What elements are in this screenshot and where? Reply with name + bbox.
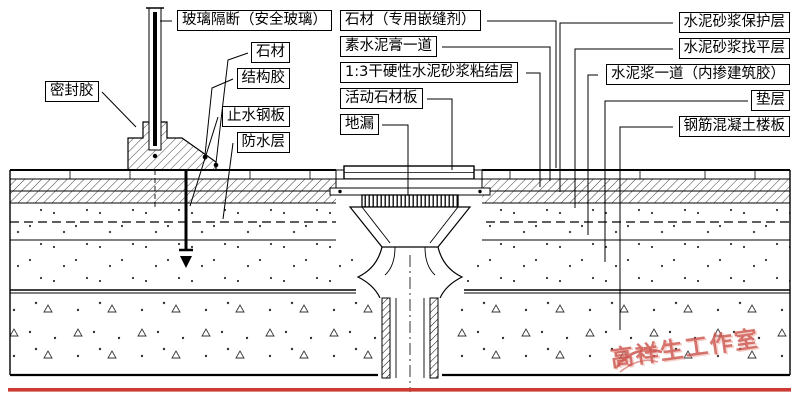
- label-sealant: 密封胶: [45, 81, 99, 102]
- leader-cement-slurry: [587, 74, 598, 235]
- leader-cement-paste: [442, 46, 551, 181]
- leader-floor-drain: [382, 124, 409, 195]
- label-waterstop-plate: 止水钢板: [222, 106, 290, 127]
- leader-waterproof: [222, 142, 234, 220]
- glass-partition-assembly: [127, 7, 219, 208]
- label-stone: 石材: [251, 42, 290, 63]
- drain-flange: [329, 187, 491, 196]
- label-waterproof-layer: 防水层: [236, 132, 290, 153]
- drain-grate: [361, 194, 459, 208]
- adhesive-dot-2: [213, 162, 219, 168]
- label-protective-layer: 水泥砂浆保护层: [678, 12, 790, 33]
- red-divider-line: [8, 388, 791, 392]
- leader-leveling-layer: [574, 48, 673, 208]
- floor-drain: [329, 165, 491, 392]
- label-floor-drain: 地漏: [340, 114, 379, 135]
- leader-cushion: [604, 100, 748, 262]
- flange-bolt-left: [338, 189, 342, 194]
- drain-bell-right: [437, 246, 464, 299]
- leader-stone-caulk: [487, 20, 557, 168]
- leader-stone: [215, 52, 249, 164]
- label-cement-paste: 素水泥膏一道: [340, 36, 437, 57]
- drain-funnel-inner: [361, 206, 459, 244]
- drain-pipe-wall-right: [429, 297, 439, 379]
- glass-pane: [153, 12, 157, 146]
- leader-structural-adhesive: [204, 78, 234, 156]
- drain-inner-cup: [384, 246, 436, 276]
- sealant-curb: [127, 121, 217, 171]
- label-bonding-layer: 1:3干硬性水泥砂浆粘结层: [340, 62, 519, 83]
- leader-waterstop: [189, 116, 219, 207]
- label-structural-adhesive: 结构胶: [236, 68, 290, 89]
- waterstop-plate-graphic: [179, 170, 193, 268]
- label-stone-caulk: 石材（专用嵌缝剂）: [340, 10, 481, 31]
- label-glass-partition: 玻璃隔断（安全玻璃）: [177, 10, 332, 31]
- glass-setting-dot: [152, 153, 158, 159]
- leader-protective-layer: [559, 22, 673, 192]
- leader-slab: [619, 126, 673, 330]
- label-rc-slab: 钢筋混凝土楼板: [678, 116, 790, 137]
- waterstop-arrow: [180, 256, 192, 268]
- leader-lines: [101, 20, 748, 330]
- studio-logo-swoosh: [614, 348, 663, 373]
- leader-bonding-layer: [526, 72, 541, 187]
- label-cement-slurry: 水泥浆一道（内掺建筑胶）: [606, 64, 790, 85]
- leader-movable-plate: [427, 98, 453, 170]
- flange-bolt-right: [478, 189, 482, 194]
- drain-bell-left: [356, 246, 383, 299]
- drain-pipe-inner-lines: [395, 298, 425, 378]
- leader-sealant: [101, 91, 137, 128]
- label-cushion-layer: 垫层: [751, 90, 790, 111]
- label-movable-stone-plate: 活动石材板: [340, 88, 423, 109]
- drain-pipe-wall-left: [381, 297, 391, 379]
- label-leveling-layer: 水泥砂浆找平层: [678, 38, 790, 59]
